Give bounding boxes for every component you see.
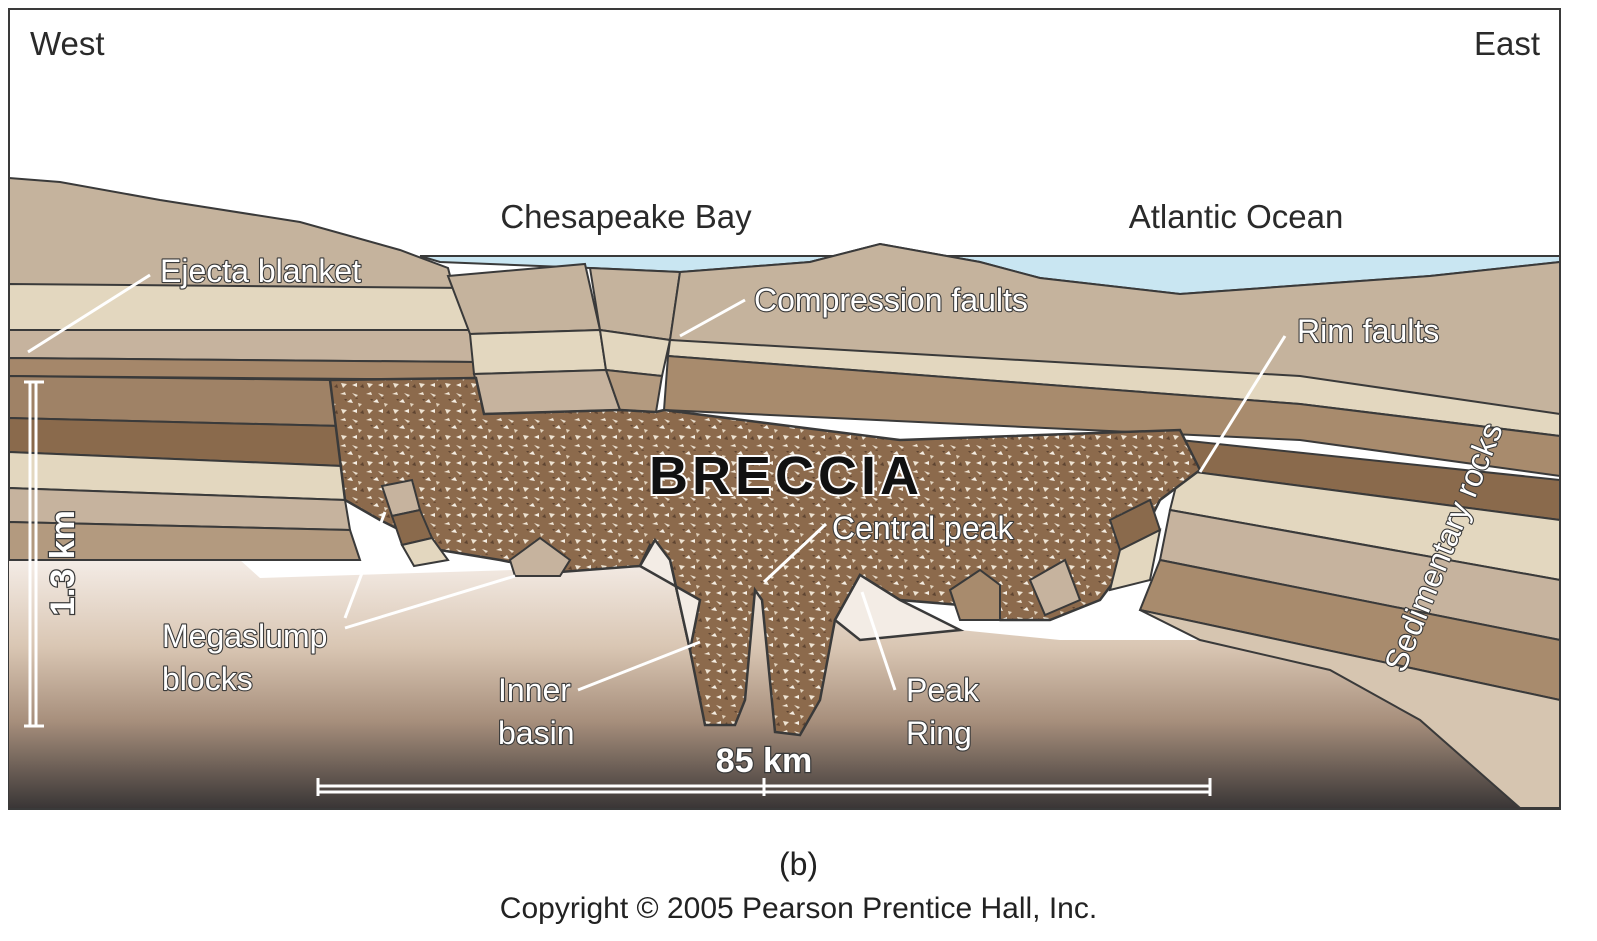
east-label: East [1474, 25, 1540, 62]
compression-faults-label: Compression faults [754, 282, 1028, 318]
inner-basin-label-line2: basin [498, 715, 575, 751]
ejecta-blanket-label: Ejecta blanket [160, 253, 361, 289]
west-label: West [30, 25, 105, 62]
megaslump-label-line2: blocks [162, 661, 253, 697]
breccia-label: BRECCIA [649, 446, 923, 506]
peak-ring-label-line1: Peak [906, 672, 980, 708]
megaslump-blocks [380, 478, 1162, 621]
basement-rock [9, 560, 1520, 808]
peak-ring-label-line2: Ring [906, 715, 972, 751]
rim-faults-label: Rim faults [1297, 313, 1439, 349]
megaslump-label-line1: Megaslump [162, 618, 327, 654]
central-peak-label: Central peak [832, 510, 1014, 546]
vertical-scale-label: 1.3 km [44, 510, 82, 616]
inner-basin-label-line1: Inner [498, 672, 571, 708]
horizontal-scale-label: 85 km [716, 742, 812, 780]
peak-ring-shape [833, 573, 965, 642]
central-peak-shape [638, 537, 702, 651]
vertical-scale-bar [24, 380, 44, 728]
leader-lines [27, 273, 1287, 692]
atlantic-ocean-label: Atlantic Ocean [1129, 198, 1344, 235]
chesapeake-bay-label: Chesapeake Bay [500, 198, 752, 235]
breccia-fill [328, 376, 1202, 737]
central-fault-blocks [446, 262, 682, 416]
copyright-notice: Copyright © 2005 Pearson Prentice Hall, … [499, 892, 1098, 925]
panel-letter: (b) [778, 846, 819, 882]
horizontal-scale-bar [316, 778, 1212, 796]
